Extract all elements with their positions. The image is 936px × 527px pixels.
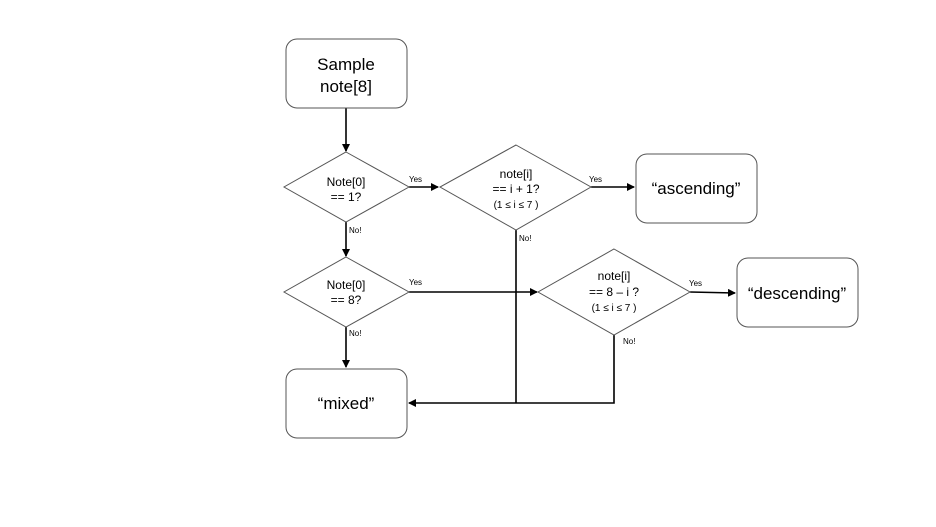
- edge-descending-no-to-mixed: [408, 327, 615, 407]
- edge-label-first-one-no: No!: [349, 226, 361, 235]
- connectors: [342, 108, 736, 407]
- decision-ascending-line1: note[i]: [500, 167, 533, 181]
- decision-ascending-line2: == i + 1?: [492, 182, 539, 196]
- edge-label-ascending-yes: Yes: [589, 175, 602, 184]
- edge-label-first-one-yes: Yes: [409, 175, 422, 184]
- decision-first-eight-line1: Note[0]: [327, 278, 366, 292]
- edge-labels: Yes No! Yes No! Yes No! Yes No!: [349, 175, 702, 346]
- edge-label-first-eight-yes: Yes: [409, 278, 422, 287]
- decision-first-one: Note[0] == 1?: [282, 151, 411, 223]
- edge-label-descending-yes: Yes: [689, 279, 702, 288]
- decision-first-eight-line2: == 8?: [331, 293, 362, 307]
- edge-label-descending-no: No!: [623, 337, 635, 346]
- decision-first-eight: Note[0] == 8?: [282, 256, 411, 328]
- edge-label-ascending-no: No!: [519, 234, 531, 243]
- decision-descending-line2: == 8 – i ?: [589, 285, 639, 299]
- result-descending-node: “descending”: [736, 257, 859, 328]
- decision-descending: note[i] == 8 – i ? (1 ≤ i ≤ 7 ): [536, 248, 692, 336]
- result-descending-label: “descending”: [748, 284, 847, 303]
- decision-first-one-line1: Note[0]: [327, 175, 366, 189]
- result-mixed-node: “mixed”: [285, 368, 408, 439]
- start-node: Sample note[8]: [285, 38, 408, 109]
- edge-descending-to-result: [689, 288, 736, 297]
- result-ascending-node: “ascending”: [635, 153, 758, 224]
- edge-label-first-eight-no: No!: [349, 329, 361, 338]
- start-node-line2: note[8]: [320, 77, 372, 96]
- decision-descending-line3: (1 ≤ i ≤ 7 ): [592, 303, 637, 314]
- decision-first-one-line2: == 1?: [331, 190, 362, 204]
- decision-descending-line1: note[i]: [598, 269, 631, 283]
- result-ascending-label: “ascending”: [652, 179, 741, 198]
- decision-ascending: note[i] == i + 1? (1 ≤ i ≤ 7 ): [438, 144, 593, 231]
- decision-ascending-line3: (1 ≤ i ≤ 7 ): [494, 200, 539, 211]
- start-node-line1: Sample: [317, 55, 375, 74]
- result-mixed-label: “mixed”: [318, 394, 375, 413]
